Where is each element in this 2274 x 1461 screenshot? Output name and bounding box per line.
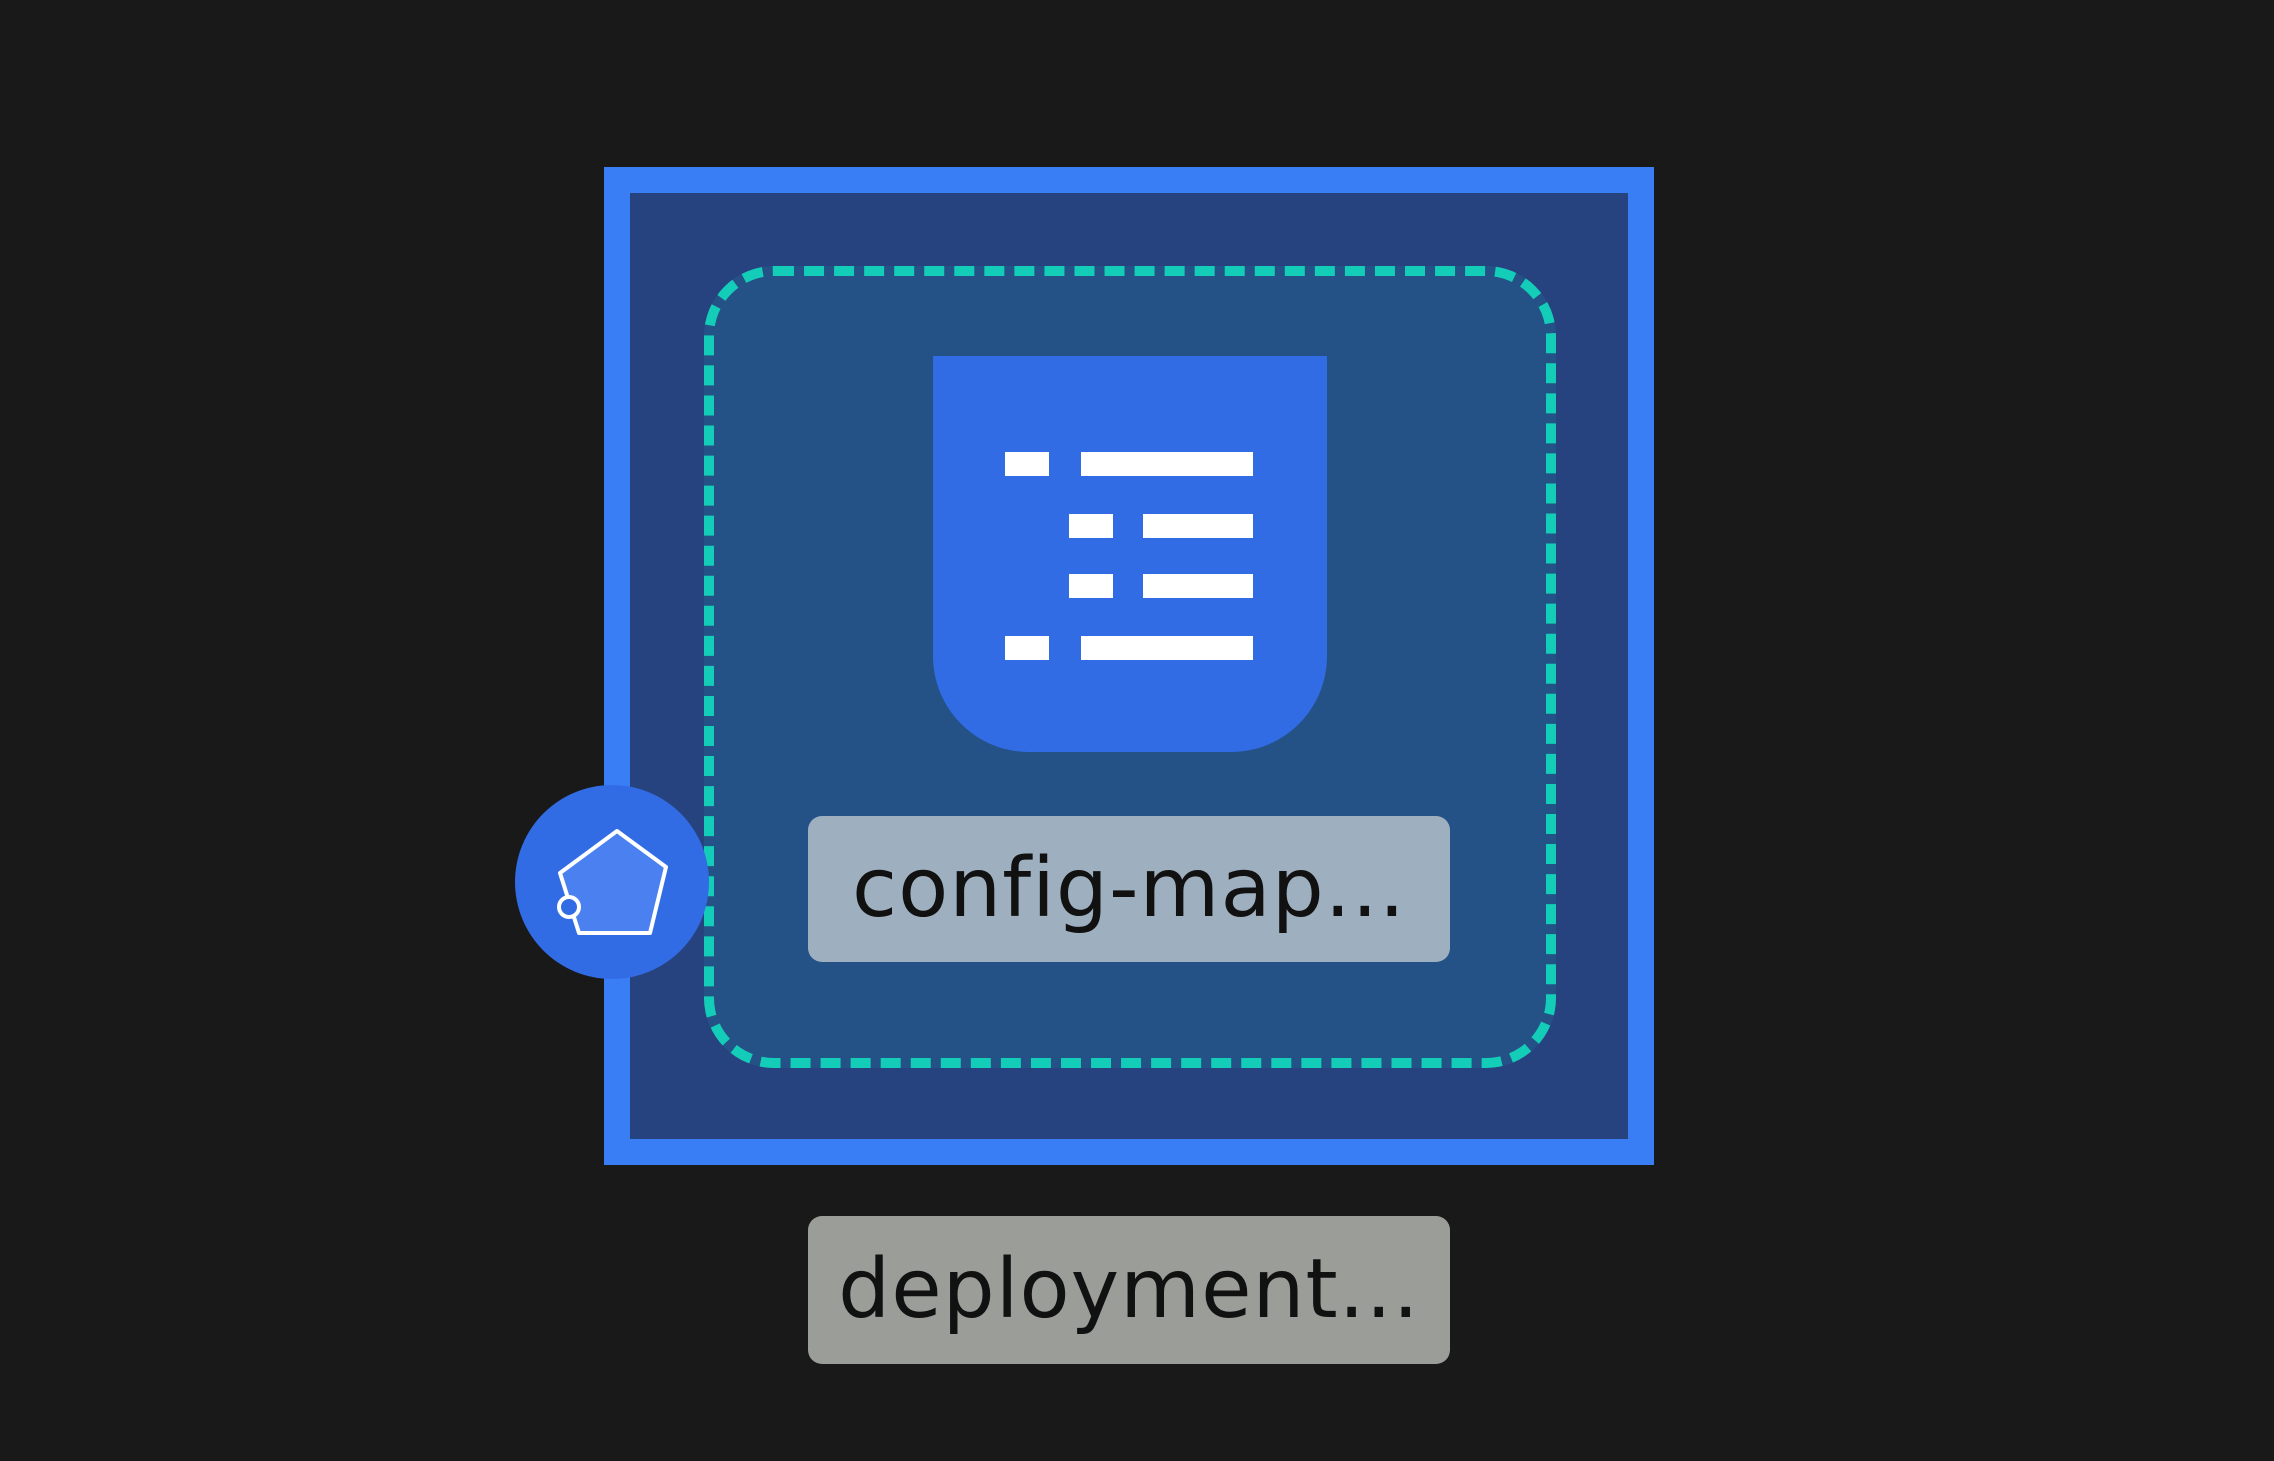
deployment-label: deployment... bbox=[808, 1216, 1450, 1364]
config-map-label: config-map... bbox=[808, 816, 1450, 962]
label-tag-icon[interactable] bbox=[513, 783, 711, 981]
config-map-list-icon[interactable] bbox=[933, 356, 1327, 752]
